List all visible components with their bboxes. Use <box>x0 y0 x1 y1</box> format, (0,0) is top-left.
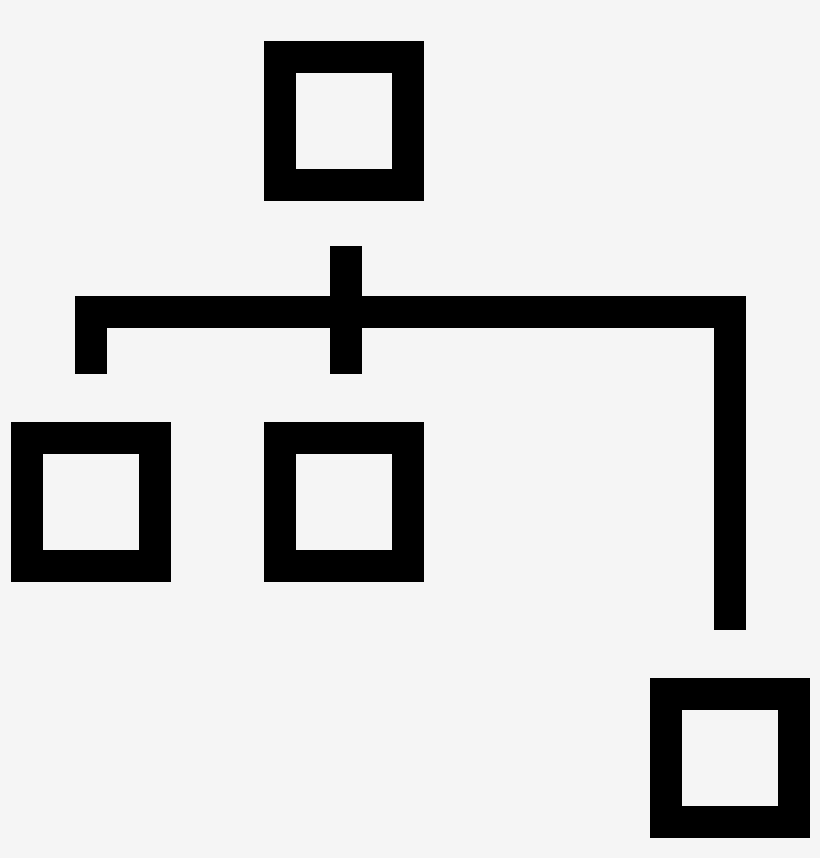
branch-bar-connector <box>75 296 746 328</box>
top-node-box <box>264 41 424 201</box>
right-drop-connector <box>714 296 746 630</box>
right-child-node-box <box>650 678 810 838</box>
middle-child-node-box <box>264 422 424 582</box>
left-child-node-box <box>11 422 171 582</box>
left-drop-connector <box>75 296 107 374</box>
